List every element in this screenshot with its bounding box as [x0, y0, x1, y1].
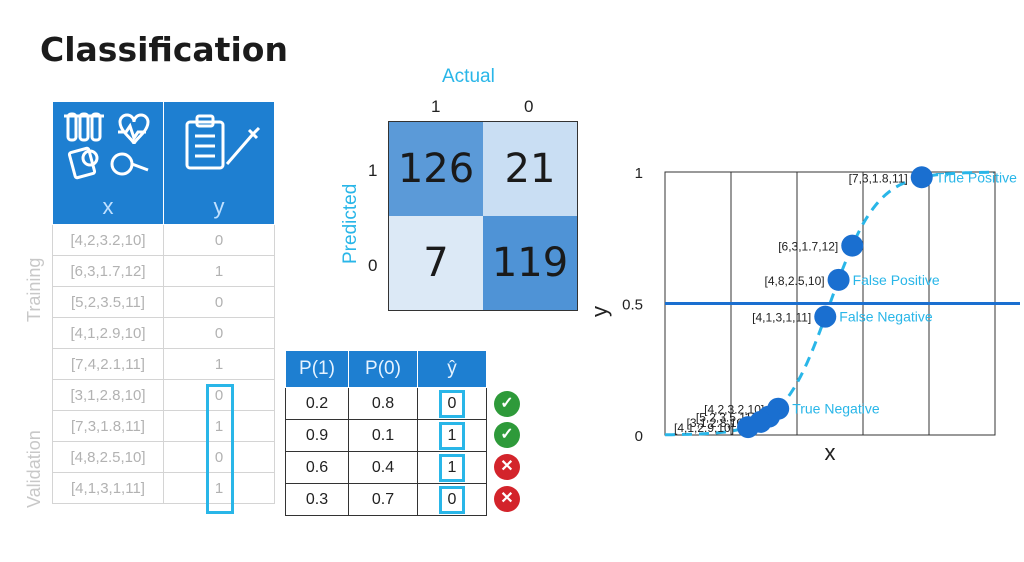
validation-label: Validation — [24, 430, 44, 508]
label-cell: 1 — [163, 472, 275, 504]
yhat-value: 1 — [439, 453, 465, 482]
p0-cell: 0.7 — [348, 483, 418, 516]
table-row: [5,2,3.5,11]0 — [52, 286, 275, 318]
p1-header: P(1) — [285, 350, 349, 388]
cross-icon: ✕ — [494, 454, 520, 480]
feature-cell: [4,1,3,1,11] — [52, 472, 164, 504]
check-icon: ✓ — [494, 422, 520, 448]
cm-cell-fp: 21 — [483, 122, 577, 216]
p0-cell: 0.4 — [348, 451, 418, 484]
p1-cell: 0.2 — [285, 387, 349, 420]
point-label: [6,3,1.7,12] — [778, 240, 838, 254]
p1-cell: 0.3 — [285, 483, 349, 516]
table-row: [4,1,3,1,11]1 — [52, 472, 275, 504]
data-table: x y [4,2,3.2 — [52, 101, 275, 504]
feature-cell: [4,2,3.2,10] — [52, 224, 164, 256]
yhat-cell: 0 — [417, 387, 487, 420]
x-header-label: x — [102, 194, 114, 219]
validation-y-highlight — [206, 384, 234, 514]
table-row: [7,3,1.8,11]1 — [52, 410, 275, 442]
feature-cell: [7,3,1.8,11] — [52, 410, 164, 442]
feature-cell: [4,8,2.5,10] — [52, 441, 164, 473]
feature-cell: [4,1,2.9,10] — [52, 317, 164, 349]
yhat-cell: 1 — [417, 451, 487, 484]
predicted-label: Predicted — [340, 183, 361, 264]
yhat-value: 0 — [439, 485, 465, 514]
point-label: [4,2,3.2,10] — [704, 403, 764, 417]
data-point — [814, 305, 837, 328]
point-tag: True Positive — [936, 169, 1017, 185]
label-cell: 0 — [163, 224, 275, 256]
point-label: [4,1,2.9,10] — [674, 421, 734, 435]
logistic-plot: 1 0.5 0 y x [7,3,1.8,11] True Positive [6,3,1.7… — [587, 165, 1020, 465]
clipboard-syringe-icon — [185, 114, 261, 170]
x-header: x — [52, 101, 164, 225]
y-header: y — [163, 101, 275, 225]
point-label: [3,1,2.8,10] — [687, 416, 747, 430]
feature-cell: [6,3,1.7,12] — [52, 255, 164, 287]
table-row: [7,4,2.1,11]1 — [52, 348, 275, 380]
data-point — [737, 416, 760, 439]
training-label: Training — [24, 257, 44, 322]
y-tick-label: 0 — [635, 428, 643, 445]
cm-cell-fn: 7 — [389, 216, 483, 310]
p0-cell: 0.1 — [348, 419, 418, 452]
table-row: [3,1,2.8,10]0 — [52, 379, 275, 411]
y-tick-label: 0.5 — [622, 297, 643, 314]
p0-header: P(0) — [348, 350, 418, 388]
medical-tests-icon — [64, 112, 150, 180]
yhat-value: 1 — [439, 421, 465, 450]
actual-tick: 0 — [524, 97, 534, 116]
data-point — [827, 268, 850, 291]
table-row: [4,2,3.2,10]0 — [52, 224, 275, 256]
confusion-matrix: 126 21 7 119 — [388, 121, 578, 311]
cm-cell-tn: 119 — [483, 216, 577, 310]
check-icon: ✓ — [494, 391, 520, 417]
p0-cell: 0.8 — [348, 387, 418, 420]
y-tick-label: 1 — [635, 165, 643, 182]
yhat-cell: 0 — [417, 483, 487, 516]
p1-cell: 0.9 — [285, 419, 349, 452]
feature-cell: [3,1,2.8,10] — [52, 379, 164, 411]
point-label: [4,1,3,1,11] — [752, 311, 811, 325]
predicted-tick: 1 — [368, 161, 378, 180]
label-cell: 1 — [163, 410, 275, 442]
point-tag: True Negative — [792, 401, 880, 417]
actual-label: Actual — [442, 66, 495, 87]
point-label: [7,3,1.8,11] — [849, 171, 908, 185]
table-row: [4,8,2.5,10]0 — [52, 441, 275, 473]
table-row: [6,3,1.7,12]1 — [52, 255, 275, 287]
feature-cell: [7,4,2.1,11] — [52, 348, 164, 380]
y-header-label: y — [213, 194, 225, 219]
cross-icon: ✕ — [494, 486, 520, 512]
predicted-tick: 0 — [368, 256, 378, 275]
y-axis-label: y — [587, 306, 612, 317]
yhat-cell: 1 — [417, 419, 487, 452]
feature-cell: [5,2,3.5,11] — [52, 286, 164, 318]
sigmoid-curve — [664, 170, 996, 437]
actual-tick: 1 — [431, 97, 441, 116]
point-tag: False Positive — [853, 272, 940, 288]
yhat-header: ŷ — [417, 350, 487, 388]
data-point — [841, 234, 864, 257]
yhat-value: 0 — [439, 389, 465, 418]
label-cell: 0 — [163, 317, 275, 349]
label-cell: 1 — [163, 255, 275, 287]
data-point — [910, 166, 933, 189]
label-cell: 0 — [163, 286, 275, 318]
p1-cell: 0.6 — [285, 451, 349, 484]
page-title: Classification — [40, 30, 288, 69]
point-tag: False Negative — [839, 309, 933, 325]
label-cell: 1 — [163, 348, 275, 380]
point-label: [4,8,2.5,10] — [765, 274, 825, 288]
table-row: [4,1,2.9,10]0 — [52, 317, 275, 349]
x-axis-label: x — [825, 440, 836, 465]
cm-cell-tp: 126 — [389, 122, 483, 216]
